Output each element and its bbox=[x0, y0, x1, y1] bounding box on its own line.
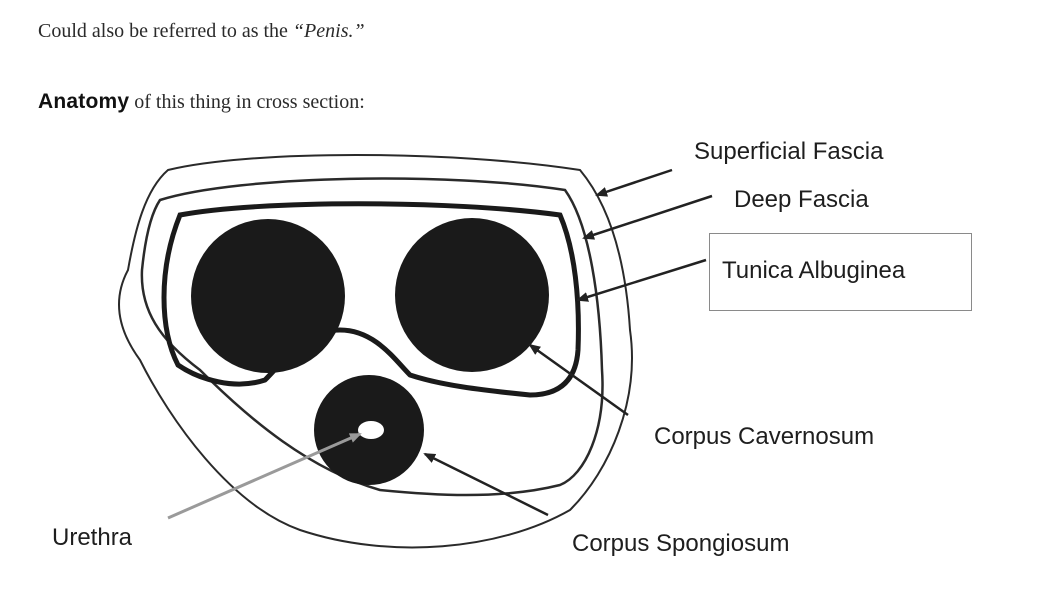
corpus-cavernosum-right bbox=[395, 218, 549, 372]
corpus-cavernosum-left bbox=[191, 219, 345, 373]
anatomy-heading-rest: of this thing in cross section: bbox=[129, 91, 365, 113]
anatomy-heading-bold: Anatomy bbox=[38, 90, 130, 113]
arrow-urethra bbox=[167, 432, 362, 520]
urethra-lumen bbox=[358, 421, 384, 439]
label-tunica-albuginea: Tunica Albuginea bbox=[722, 257, 906, 284]
intro-quoted-term: “Penis.” bbox=[292, 20, 365, 42]
label-deep-fascia: Deep Fascia bbox=[734, 186, 869, 213]
label-superficial-fascia: Superficial Fascia bbox=[694, 138, 884, 165]
anatomy-heading: Anatomy of this thing in cross section: bbox=[38, 90, 365, 114]
arrow-superficial-fascia bbox=[595, 168, 673, 197]
label-urethra: Urethra bbox=[52, 524, 133, 551]
arrow-deep-fascia bbox=[582, 194, 713, 240]
arrow-corpus-cavernosum bbox=[528, 343, 629, 417]
arrow-tunica-albuginea bbox=[576, 258, 707, 302]
deep-fascia-outline bbox=[140, 177, 604, 497]
label-corpus-cavernosum: Corpus Cavernosum bbox=[654, 423, 875, 450]
tunica-albuginea-outline bbox=[161, 201, 581, 398]
superficial-fascia-outline bbox=[117, 154, 633, 549]
arrow-corpus-spongiosum bbox=[423, 452, 549, 517]
intro-text: Could also be referred to as the “Penis.… bbox=[38, 20, 365, 42]
label-box-tunica-albuginea bbox=[709, 233, 972, 311]
label-corpus-spongiosum: Corpus Spongiosum bbox=[572, 530, 790, 557]
